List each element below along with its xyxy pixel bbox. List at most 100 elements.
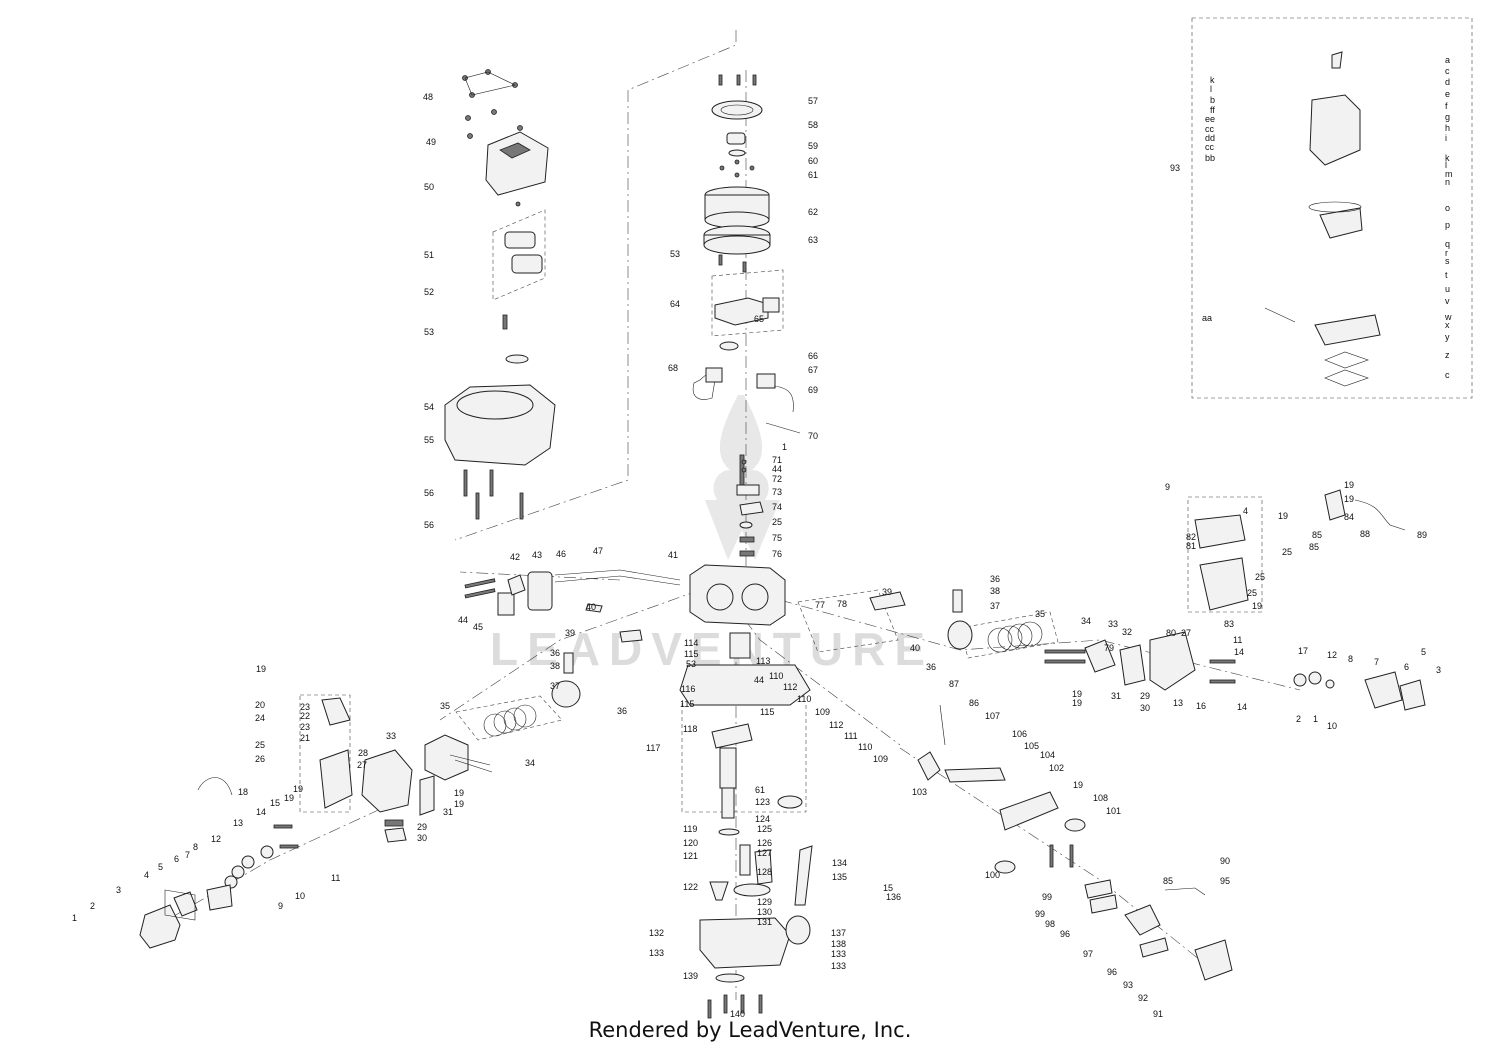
callout-58: 58	[808, 120, 818, 130]
callout-131: 131	[757, 917, 772, 927]
callout-33: 33	[386, 731, 396, 741]
callout-52: 52	[424, 287, 434, 297]
callout-1: 1	[72, 913, 77, 923]
callout-19: 19	[1278, 511, 1288, 521]
callout-59: 59	[808, 141, 818, 151]
kit-letter-e: e	[1445, 89, 1450, 99]
callout-22: 22	[300, 711, 310, 721]
callout-3: 3	[1436, 665, 1441, 675]
left-cylinder-parts	[139, 629, 643, 949]
callout-9: 9	[278, 901, 283, 911]
callout-36: 36	[617, 706, 627, 716]
kit-letter-cc: cc	[1205, 142, 1215, 152]
callout-134: 134	[832, 858, 847, 868]
callout-30: 30	[417, 833, 427, 843]
callout-56: 56	[424, 488, 434, 498]
kit-93-parts	[1264, 51, 1381, 387]
callout-110: 110	[797, 694, 811, 704]
callout-53: 53	[686, 659, 696, 669]
rendered-by-footer: Rendered by LeadVenture, Inc.	[588, 1018, 912, 1042]
callout-19: 19	[1252, 601, 1262, 611]
kit-letter-d: d	[1445, 77, 1450, 87]
callout-27: 27	[357, 760, 367, 770]
callout-24: 24	[255, 713, 265, 723]
callout-63: 63	[808, 235, 818, 245]
callout-132: 132	[649, 928, 664, 938]
callout-25: 25	[1282, 547, 1292, 557]
kit-letter-cc: cc	[1205, 124, 1215, 134]
callout-104: 104	[1040, 750, 1055, 760]
callout-135: 135	[832, 872, 847, 882]
callout-73: 73	[772, 487, 782, 497]
callout-123: 123	[755, 797, 770, 807]
callout-12: 12	[1327, 650, 1337, 660]
callout-53: 53	[424, 327, 434, 337]
callout-78: 78	[837, 599, 847, 609]
kit-letter-x: x	[1445, 320, 1450, 330]
callout-20: 20	[255, 700, 265, 710]
governor-parts	[736, 454, 764, 557]
callout-14: 14	[256, 807, 266, 817]
callout-21: 21	[300, 733, 310, 743]
callout-38: 38	[550, 661, 560, 671]
callout-57: 57	[808, 96, 818, 106]
callout-110: 110	[858, 742, 872, 752]
callout-55: 55	[424, 435, 434, 445]
callout-15: 15	[270, 798, 280, 808]
kit-letter-dd: dd	[1205, 133, 1215, 143]
kit-93-letter-labels: 93acdefghiklmnopqrstuvwxyzcklbffeeccddcc…	[1170, 55, 1453, 380]
callout-65: 65	[754, 314, 764, 324]
callout-19: 19	[454, 788, 464, 798]
callout-8: 8	[1348, 654, 1353, 664]
callout-69: 69	[808, 385, 818, 395]
callout-48: 48	[423, 92, 433, 102]
callout-6: 6	[174, 854, 179, 864]
callout-3: 3	[116, 885, 121, 895]
callout-122: 122	[683, 882, 698, 892]
starter-parts	[464, 569, 681, 616]
callout-35: 35	[1035, 609, 1045, 619]
callout-127: 127	[757, 848, 772, 858]
callout-83: 83	[1224, 619, 1234, 629]
callout-100: 100	[985, 870, 1000, 880]
callout-13: 13	[233, 818, 243, 828]
callout-112: 112	[829, 720, 843, 730]
callout-90: 90	[1220, 856, 1230, 866]
callout-81: 81	[1186, 541, 1196, 551]
watermark: LEADVENTURE	[490, 395, 925, 675]
callout-19: 19	[1072, 689, 1082, 699]
callout-51: 51	[424, 250, 434, 260]
callout-19: 19	[1073, 780, 1083, 790]
callout-61: 61	[755, 785, 765, 795]
callout-88: 88	[1360, 529, 1370, 539]
callout-39: 39	[882, 587, 892, 597]
callout-71: 71	[772, 455, 782, 465]
callout-32: 32	[1122, 627, 1132, 637]
callout-46: 46	[556, 549, 566, 559]
callout-108: 108	[1093, 793, 1108, 803]
callout-72: 72	[772, 474, 782, 484]
callout-60: 60	[808, 156, 818, 166]
kit-letter-ee: ee	[1205, 114, 1215, 124]
callout-128: 128	[757, 867, 772, 877]
callout-137: 137	[831, 928, 846, 938]
callout-79: 79	[1104, 643, 1114, 653]
kit-letter-l: l	[1210, 84, 1212, 94]
callout-10: 10	[295, 891, 305, 901]
callout-13: 13	[1173, 698, 1183, 708]
callout-36: 36	[990, 574, 1000, 584]
callout-42: 42	[510, 552, 520, 562]
callout-84: 84	[1344, 512, 1354, 522]
callout-106: 106	[1012, 729, 1027, 739]
callout-116: 116	[681, 684, 695, 694]
callout-99: 99	[1042, 892, 1052, 902]
callout-117: 117	[646, 743, 660, 753]
callout-19: 19	[284, 793, 294, 803]
kit-93-box	[1191, 17, 1473, 399]
kit-letter-p: p	[1445, 220, 1450, 230]
kit-letter-q: q	[1445, 239, 1450, 249]
callout-95: 95	[1220, 876, 1230, 886]
callout-53: 53	[670, 249, 680, 259]
callout-114: 114	[684, 638, 698, 648]
callout-56: 56	[424, 520, 434, 530]
